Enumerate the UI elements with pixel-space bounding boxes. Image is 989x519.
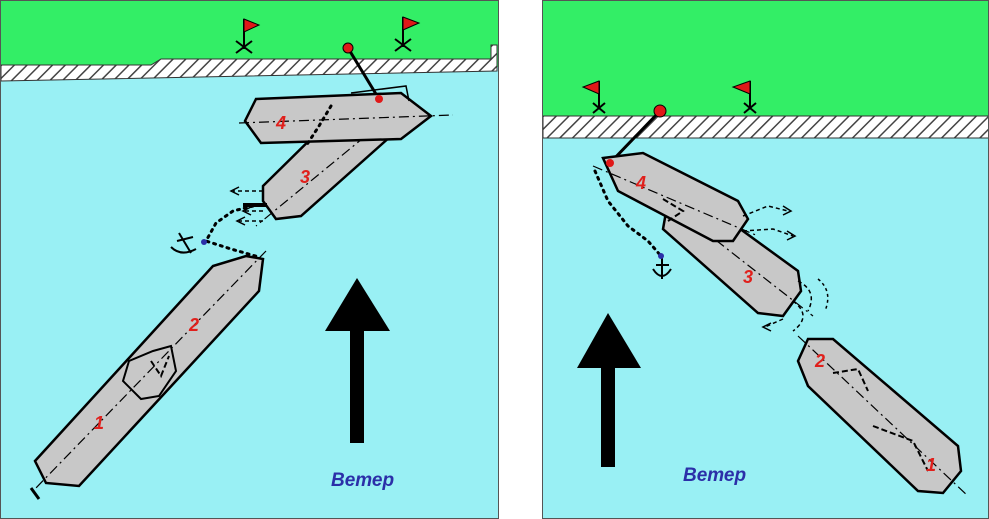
ship-position-2 (796, 335, 969, 497)
wind-arrow-icon (577, 313, 641, 467)
ship-label-2: 2 (188, 315, 199, 335)
left-diagram: 1 2 3 4 Ветер (1, 1, 498, 518)
wind-arrow-icon (325, 278, 390, 443)
ship-label-1: 1 (926, 455, 936, 475)
ship-label-4: 4 (635, 173, 646, 193)
ship-position-2 (29, 250, 267, 500)
ship-label-2: 2 (814, 351, 825, 371)
ship-label-3: 3 (743, 267, 753, 287)
right-panel: 1 2 3 4 Ветер (542, 0, 989, 519)
anchor-icon (170, 232, 207, 254)
left-panel: 1 2 3 4 Ветер (0, 0, 499, 519)
ship-label-4: 4 (275, 113, 286, 133)
shore-land (543, 1, 988, 117)
wind-label: Ветер (331, 470, 394, 491)
anchor-chain (203, 204, 261, 259)
shore-land (1, 1, 498, 67)
ship-position-4 (592, 151, 759, 243)
ship-label-3: 3 (300, 167, 310, 187)
bollard-icon (342, 42, 354, 54)
flag-icon (235, 18, 261, 54)
right-diagram: 1 2 3 4 Ветер (543, 1, 988, 518)
propeller-wash-arrows (742, 205, 829, 332)
anchor-chain (593, 169, 663, 258)
bollard-icon (653, 104, 667, 118)
anchor-chain (304, 104, 333, 148)
ship-label-1: 1 (94, 413, 104, 433)
quay-wall (1, 44, 498, 82)
anchor-icon (652, 253, 672, 279)
mooring-line (608, 109, 662, 165)
wind-label: Ветер (683, 465, 746, 486)
flag-icon (394, 16, 421, 52)
quay-wall (543, 115, 988, 139)
flag-icon (581, 80, 606, 114)
ship-position-4 (238, 85, 454, 145)
flag-icon (731, 80, 757, 114)
propeller-wash-arrows (229, 186, 267, 226)
